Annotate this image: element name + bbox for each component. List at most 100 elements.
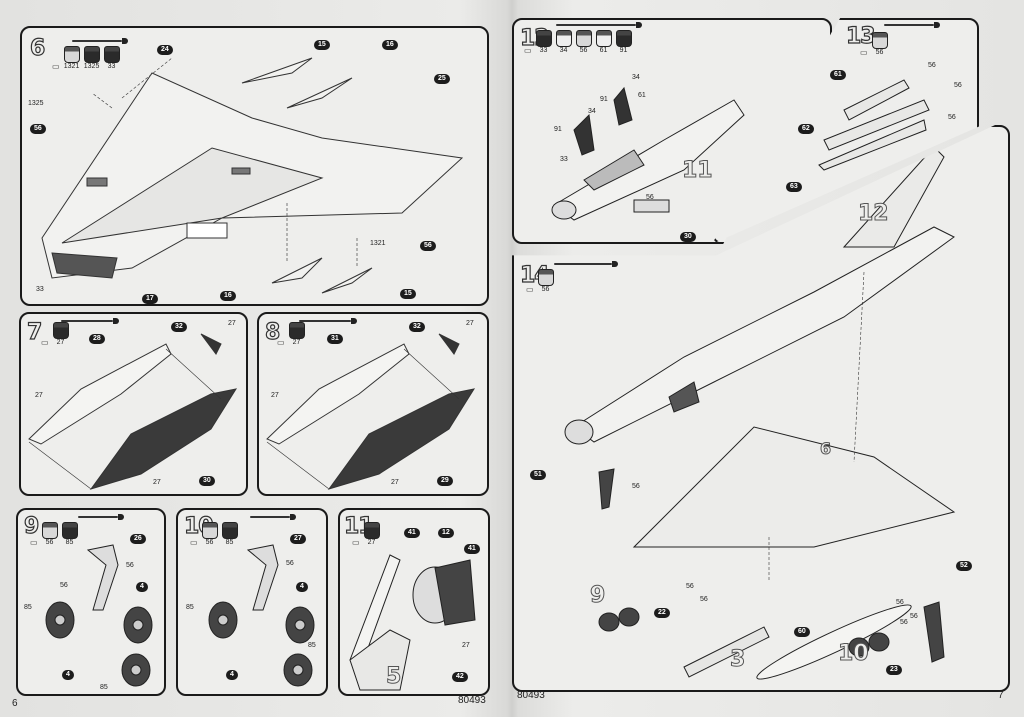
step-number: 13 xyxy=(845,23,876,49)
part-number-badge: 62 xyxy=(798,124,814,134)
part-number-badge: 26 xyxy=(130,534,146,544)
step-reference: 12 xyxy=(858,201,890,227)
paint-pot-icon: 1321 xyxy=(63,46,80,71)
paint-callout: 27 xyxy=(35,392,43,399)
paint-list: ▭ 27 xyxy=(352,522,380,547)
glue-tube-icon: ▭ xyxy=(30,538,38,547)
pylon-drawing xyxy=(818,79,930,171)
paint-callout: 56 xyxy=(900,619,908,626)
paintbrush-icon xyxy=(556,22,642,28)
part-number-badge: 56 xyxy=(420,241,436,251)
paint-callout: 33 xyxy=(560,156,568,163)
paint-pot-icon: 27 xyxy=(288,322,305,347)
paint-callout: 56 xyxy=(60,582,68,589)
paintbrush-icon xyxy=(78,514,124,520)
paint-callout: 56 xyxy=(700,596,708,603)
paint-list: ▭ 56 85 xyxy=(190,522,238,547)
paintbrush-icon xyxy=(61,318,119,324)
part-number-badge: 4 xyxy=(136,582,148,592)
part-number-badge: 16 xyxy=(220,291,236,301)
part-number-badge: 32 xyxy=(171,322,187,332)
paint-list: ▭ 56 xyxy=(526,269,554,294)
step-reference: 3 xyxy=(729,647,746,673)
paint-callout: 56 xyxy=(948,114,956,121)
step-9-panel: 9 ▭ 56 85 26 4 4 56 56 85 85 xyxy=(16,508,166,696)
paint-callout: 27 xyxy=(153,479,161,486)
paint-callout: 27 xyxy=(462,642,470,649)
paint-pot-icon: 56 xyxy=(201,522,218,547)
part-number-badge: 4 xyxy=(226,670,238,680)
step-6-panel: 6 ▭ 1321 1325 33 xyxy=(20,26,489,306)
part-number-badge: 4 xyxy=(62,670,74,680)
step-reference: 5 xyxy=(385,664,402,690)
part-number-badge: 15 xyxy=(314,40,330,50)
paint-callout: 56 xyxy=(632,483,640,490)
product-reference-left: 80493 xyxy=(458,695,486,706)
glue-tube-icon: ▭ xyxy=(352,538,360,547)
part-number-badge: 24 xyxy=(157,45,173,55)
paint-pot-icon: 61 xyxy=(595,30,612,55)
step-8-panel: 8 ▭ 27 31 32 29 27 27 27 xyxy=(257,312,489,496)
step-reference: 10 xyxy=(838,641,870,667)
paintbrush-icon xyxy=(250,514,296,520)
step-reference: 11 xyxy=(682,158,714,184)
paint-pot-icon: 91 xyxy=(615,30,632,55)
paint-callout: 27 xyxy=(271,392,279,399)
step-7-panel: 7 ▭ 27 28 32 30 27 27 27 xyxy=(19,312,248,496)
fuselage-half-drawing xyxy=(266,333,476,490)
part-number-badge: 41 xyxy=(464,544,480,554)
wing-assembly-drawing xyxy=(41,57,464,294)
step-reference: 9 xyxy=(589,583,606,609)
glue-tube-icon: ▭ xyxy=(526,285,534,294)
paint-pot-icon: 34 xyxy=(555,30,572,55)
paint-pot-icon: 1325 xyxy=(83,46,100,71)
glue-tube-icon: ▭ xyxy=(277,338,285,347)
part-number-badge: 27 xyxy=(290,534,306,544)
part-number-badge: 28 xyxy=(89,334,105,344)
paint-callout: 1325 xyxy=(28,100,44,107)
part-number-badge: 29 xyxy=(437,476,453,486)
paint-pot-icon: 27 xyxy=(52,322,69,347)
paintbrush-icon xyxy=(72,38,128,44)
paint-pot-icon: 33 xyxy=(535,30,552,55)
page-number-left: 6 xyxy=(12,698,18,709)
paint-callout: 27 xyxy=(391,479,399,486)
paint-callout: 56 xyxy=(910,613,918,620)
part-number-badge: 32 xyxy=(409,322,425,332)
part-number-badge: 25 xyxy=(434,74,450,84)
paintbrush-icon xyxy=(884,22,940,28)
paint-list: ▭ 27 xyxy=(277,322,305,347)
part-number-badge: 31 xyxy=(327,334,343,344)
paint-pot-icon: 56 xyxy=(41,522,58,547)
part-number-badge: 4 xyxy=(296,582,308,592)
paint-callout: 34 xyxy=(632,74,640,81)
cockpit-drawing xyxy=(551,86,745,221)
glue-tube-icon: ▭ xyxy=(524,46,532,55)
part-number-badge: 63 xyxy=(786,182,802,192)
aircraft-final-assembly-drawing xyxy=(564,146,956,680)
paint-callout: 61 xyxy=(638,92,646,99)
paint-callout: 85 xyxy=(24,604,32,611)
paint-pot-icon: 56 xyxy=(575,30,592,55)
step-number: 6 xyxy=(29,35,46,61)
paint-callout: 34 xyxy=(588,108,596,115)
paint-list: ▭ 56 xyxy=(860,32,888,57)
landing-gear-drawing xyxy=(208,544,315,687)
paint-callout: 56 xyxy=(928,62,936,69)
paint-callout: 56 xyxy=(126,562,134,569)
part-number-badge: 23 xyxy=(886,665,902,675)
glue-tube-icon: ▭ xyxy=(52,62,60,71)
paint-callout: 85 xyxy=(186,604,194,611)
paint-callout: 27 xyxy=(466,320,474,327)
paint-callout: 91 xyxy=(554,126,562,133)
part-number-badge: 15 xyxy=(400,289,416,299)
part-number-badge: 17 xyxy=(142,294,158,304)
product-reference-right: 80493 xyxy=(517,690,545,701)
fuselage-half-drawing xyxy=(28,333,238,490)
paint-callout: 56 xyxy=(286,560,294,567)
paint-pot-icon: 85 xyxy=(61,522,78,547)
paint-list: ▭ 27 xyxy=(41,322,69,347)
part-number-badge: 52 xyxy=(956,561,972,571)
paint-callout: 27 xyxy=(228,320,236,327)
part-number-badge: 41 xyxy=(404,528,420,538)
